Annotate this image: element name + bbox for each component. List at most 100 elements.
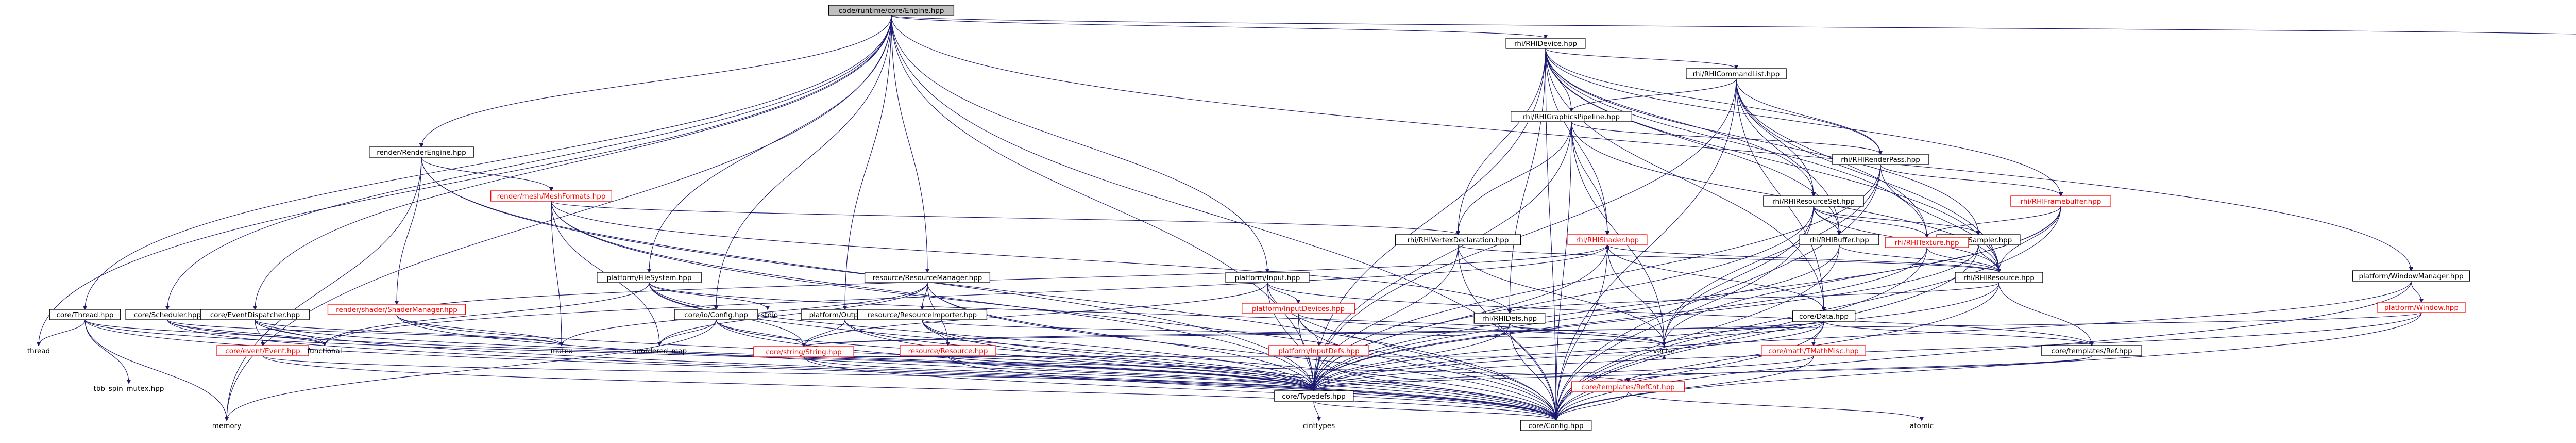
graph-node-label: platform/Input.hpp [1235, 274, 1300, 282]
edge-rhishader-to-rhiresource [1607, 244, 1999, 272]
graph-node-label: memory [212, 422, 241, 430]
edge-eventdispatcher-to-event [255, 319, 263, 346]
edge-resource-to-typedefs [947, 355, 1314, 391]
edge-input-to-templref [1267, 282, 2092, 346]
edge-root-to-input [891, 15, 1267, 272]
edge-typedefs-to-config [1313, 401, 1556, 420]
edge-scheduler-to-functional [167, 319, 325, 346]
edge-string-to-typedefs [803, 356, 1314, 391]
edge-root-to-rhidevice [891, 15, 1546, 38]
graph-node-filesystem[interactable]: platform/FileSystem.hpp [597, 272, 702, 283]
edge-output-to-config [844, 319, 1556, 420]
edge-meshformats-to-typedefs [551, 201, 1314, 391]
graph-node-cmdlist[interactable]: rhi/RHICommandList.hpp [1686, 68, 1787, 79]
edge-meshformats-to-rhidefs [551, 201, 1510, 313]
graph-node-window[interactable]: platform/Window.hpp [2377, 302, 2466, 313]
graph-node-root[interactable]: code/runtime/core/Engine.hpp [828, 5, 955, 16]
graph-node-rhishader[interactable]: rhi/RHIShader.hpp [1567, 234, 1648, 245]
graph-node-inputdevices[interactable]: platform/InputDevices.hpp [1242, 303, 1355, 314]
graph-node-texture[interactable]: rhi/RHITexture.hpp [1885, 237, 1969, 248]
graph-node-thread[interactable]: core/Thread.hpp [49, 309, 121, 320]
graph-node-event[interactable]: core/event/Event.hpp [216, 345, 309, 356]
graph-node-tmath[interactable]: core/math/TMathMisc.hpp [1761, 345, 1866, 356]
graph-node-gfxpipeline[interactable]: rhi/RHIGraphicsPipeline.hpp [1510, 111, 1632, 122]
edge-thread-to-functional [84, 319, 325, 346]
graph-node-templref[interactable]: core/templates/Ref.hpp [2041, 345, 2142, 356]
edge-root-to-typedefs [891, 15, 1314, 391]
edge-thread-to-tbb [84, 319, 129, 383]
graph-node-string[interactable]: core/string/String.hpp [753, 346, 854, 357]
graph-node-cinttypes: cinttypes [1303, 422, 1335, 430]
edge-meshformats-to-mutex [551, 201, 562, 346]
graph-node-label: core/math/TMathMisc.hpp [1768, 347, 1858, 355]
edge-renderengine-to-memory [227, 157, 422, 420]
edge-templref-to-refcnt [1628, 355, 2092, 382]
graph-node-resource[interactable]: resource/Resource.hpp [900, 345, 996, 356]
edge-renderpass-to-vector [1664, 164, 1881, 346]
edge-output-to-string [804, 319, 845, 347]
edge-rhiresource-to-templref [1998, 282, 2092, 346]
graph-node-label: rhi/RHIGraphicsPipeline.hpp [1523, 113, 1620, 121]
graph-node-eventdispatcher[interactable]: core/EventDispatcher.hpp [200, 309, 310, 320]
graph-node-resimporter[interactable]: resource/ResourceImporter.hpp [857, 309, 988, 320]
graph-node-resourceset[interactable]: rhi/RHIResourceSet.hpp [1763, 195, 1864, 207]
edge-gfxpipeline-to-vector [1571, 121, 1664, 346]
graph-node-resmanager[interactable]: resource/ResourceManager.hpp [864, 272, 991, 283]
graph-node-input[interactable]: platform/Input.hpp [1225, 272, 1310, 283]
edge-rhidevice-to-resourceset [1545, 48, 1814, 196]
graph-node-label: platform/Window.hpp [2384, 304, 2459, 312]
graph-node-config[interactable]: core/Config.hpp [1520, 420, 1592, 431]
edge-root-to-scheduler [167, 15, 892, 309]
graph-node-tbb: tbb_spin_mutex.hpp [94, 385, 164, 393]
graph-node-windowmgr[interactable]: platform/WindowManager.hpp [2352, 270, 2470, 282]
edge-input-to-typedefs [1267, 282, 1314, 391]
graph-node-label: rhi/RHIFramebuffer.hpp [2021, 198, 2102, 206]
graph-node-shadermgr[interactable]: render/shader/ShaderManager.hpp [327, 304, 466, 315]
graph-node-renderengine[interactable]: render/RenderEngine.hpp [369, 146, 474, 158]
graph-node-label: platform/InputDevices.hpp [1252, 305, 1345, 313]
edge-renderpass-to-rhiresource [1880, 164, 1999, 272]
edge-renderengine-to-config [421, 157, 1556, 420]
graph-node-refcnt[interactable]: core/templates/RefCnt.hpp [1571, 381, 1685, 392]
edge-ioconfig-to-unordered_map [659, 319, 717, 346]
graph-node-meshformats[interactable]: render/mesh/MeshFormats.hpp [490, 190, 613, 202]
edge-window-to-string [804, 312, 2422, 347]
edge-shadermgr-to-config [396, 314, 1556, 420]
graph-node-label: core/EventDispatcher.hpp [210, 311, 300, 319]
edge-rhidevice-to-vertexdecl [1458, 48, 1546, 235]
graph-node-rhibuffer[interactable]: rhi/RHIBuffer.hpp [1799, 234, 1879, 245]
edge-rhiresource-to-rhidefs [1510, 282, 1999, 313]
graph-node-label: rhi/RHIResourceSet.hpp [1772, 198, 1855, 206]
graph-node-vertexdecl[interactable]: rhi/RHIVertexDeclaration.hpp [1395, 234, 1521, 245]
edge-framebuffer-to-typedefs [1314, 206, 2061, 391]
graph-node-coredata[interactable]: core/Data.hpp [1792, 310, 1856, 322]
graph-node-rhiresource[interactable]: rhi/RHIResource.hpp [1955, 272, 2043, 283]
graph-node-renderpass[interactable]: rhi/RHIRenderPass.hpp [1832, 154, 1929, 165]
graph-node-inputdefs[interactable]: platform/InputDefs.hpp [1268, 345, 1369, 356]
graph-node-scheduler[interactable]: core/Scheduler.hpp [125, 309, 210, 320]
edge-coredata-to-templref [1823, 321, 2092, 346]
graph-node-ioconfig[interactable]: core/io/Config.hpp [674, 309, 758, 320]
graph-node-typedefs[interactable]: core/Typedefs.hpp [1274, 390, 1354, 402]
edge-renderpass-to-config [1556, 164, 1881, 420]
graph-node-label: core/string/String.hpp [766, 348, 841, 356]
edge-framebuffer-to-rhiresource [1999, 206, 2061, 272]
edge-renderengine-to-meshformats [421, 157, 551, 191]
edge-texture-to-rhiresource [1926, 247, 1999, 272]
edge-eventdispatcher-to-config [255, 319, 1556, 420]
graph-node-framebuffer[interactable]: rhi/RHIFramebuffer.hpp [2010, 195, 2111, 207]
graph-node-label: resource/ResourceManager.hpp [873, 274, 982, 282]
edge-cmdlist-to-texture [1736, 78, 1927, 237]
edge-cmdlist-to-config [1556, 78, 1737, 420]
edge-gfxpipeline-to-config [1556, 121, 1572, 420]
edge-rhidevice-to-cmdlist [1545, 48, 1736, 69]
edge-rhidevice-to-rhidefs [1510, 48, 1546, 313]
edge-resourceset-to-texture [1813, 206, 1927, 237]
edge-rhidevice-to-framebuffer [1545, 48, 2061, 196]
graph-node-label: tbb_spin_mutex.hpp [94, 385, 164, 393]
graph-node-mutex: mutex [550, 347, 572, 355]
edge-resimporter-to-typedefs [922, 319, 1314, 391]
graph-node-rhidefs[interactable]: rhi/RHIDefs.hpp [1473, 313, 1546, 324]
edge-coredata-to-tmath [1814, 321, 1824, 346]
graph-node-rhidevice[interactable]: rhi/RHIDevice.hpp [1505, 38, 1586, 49]
